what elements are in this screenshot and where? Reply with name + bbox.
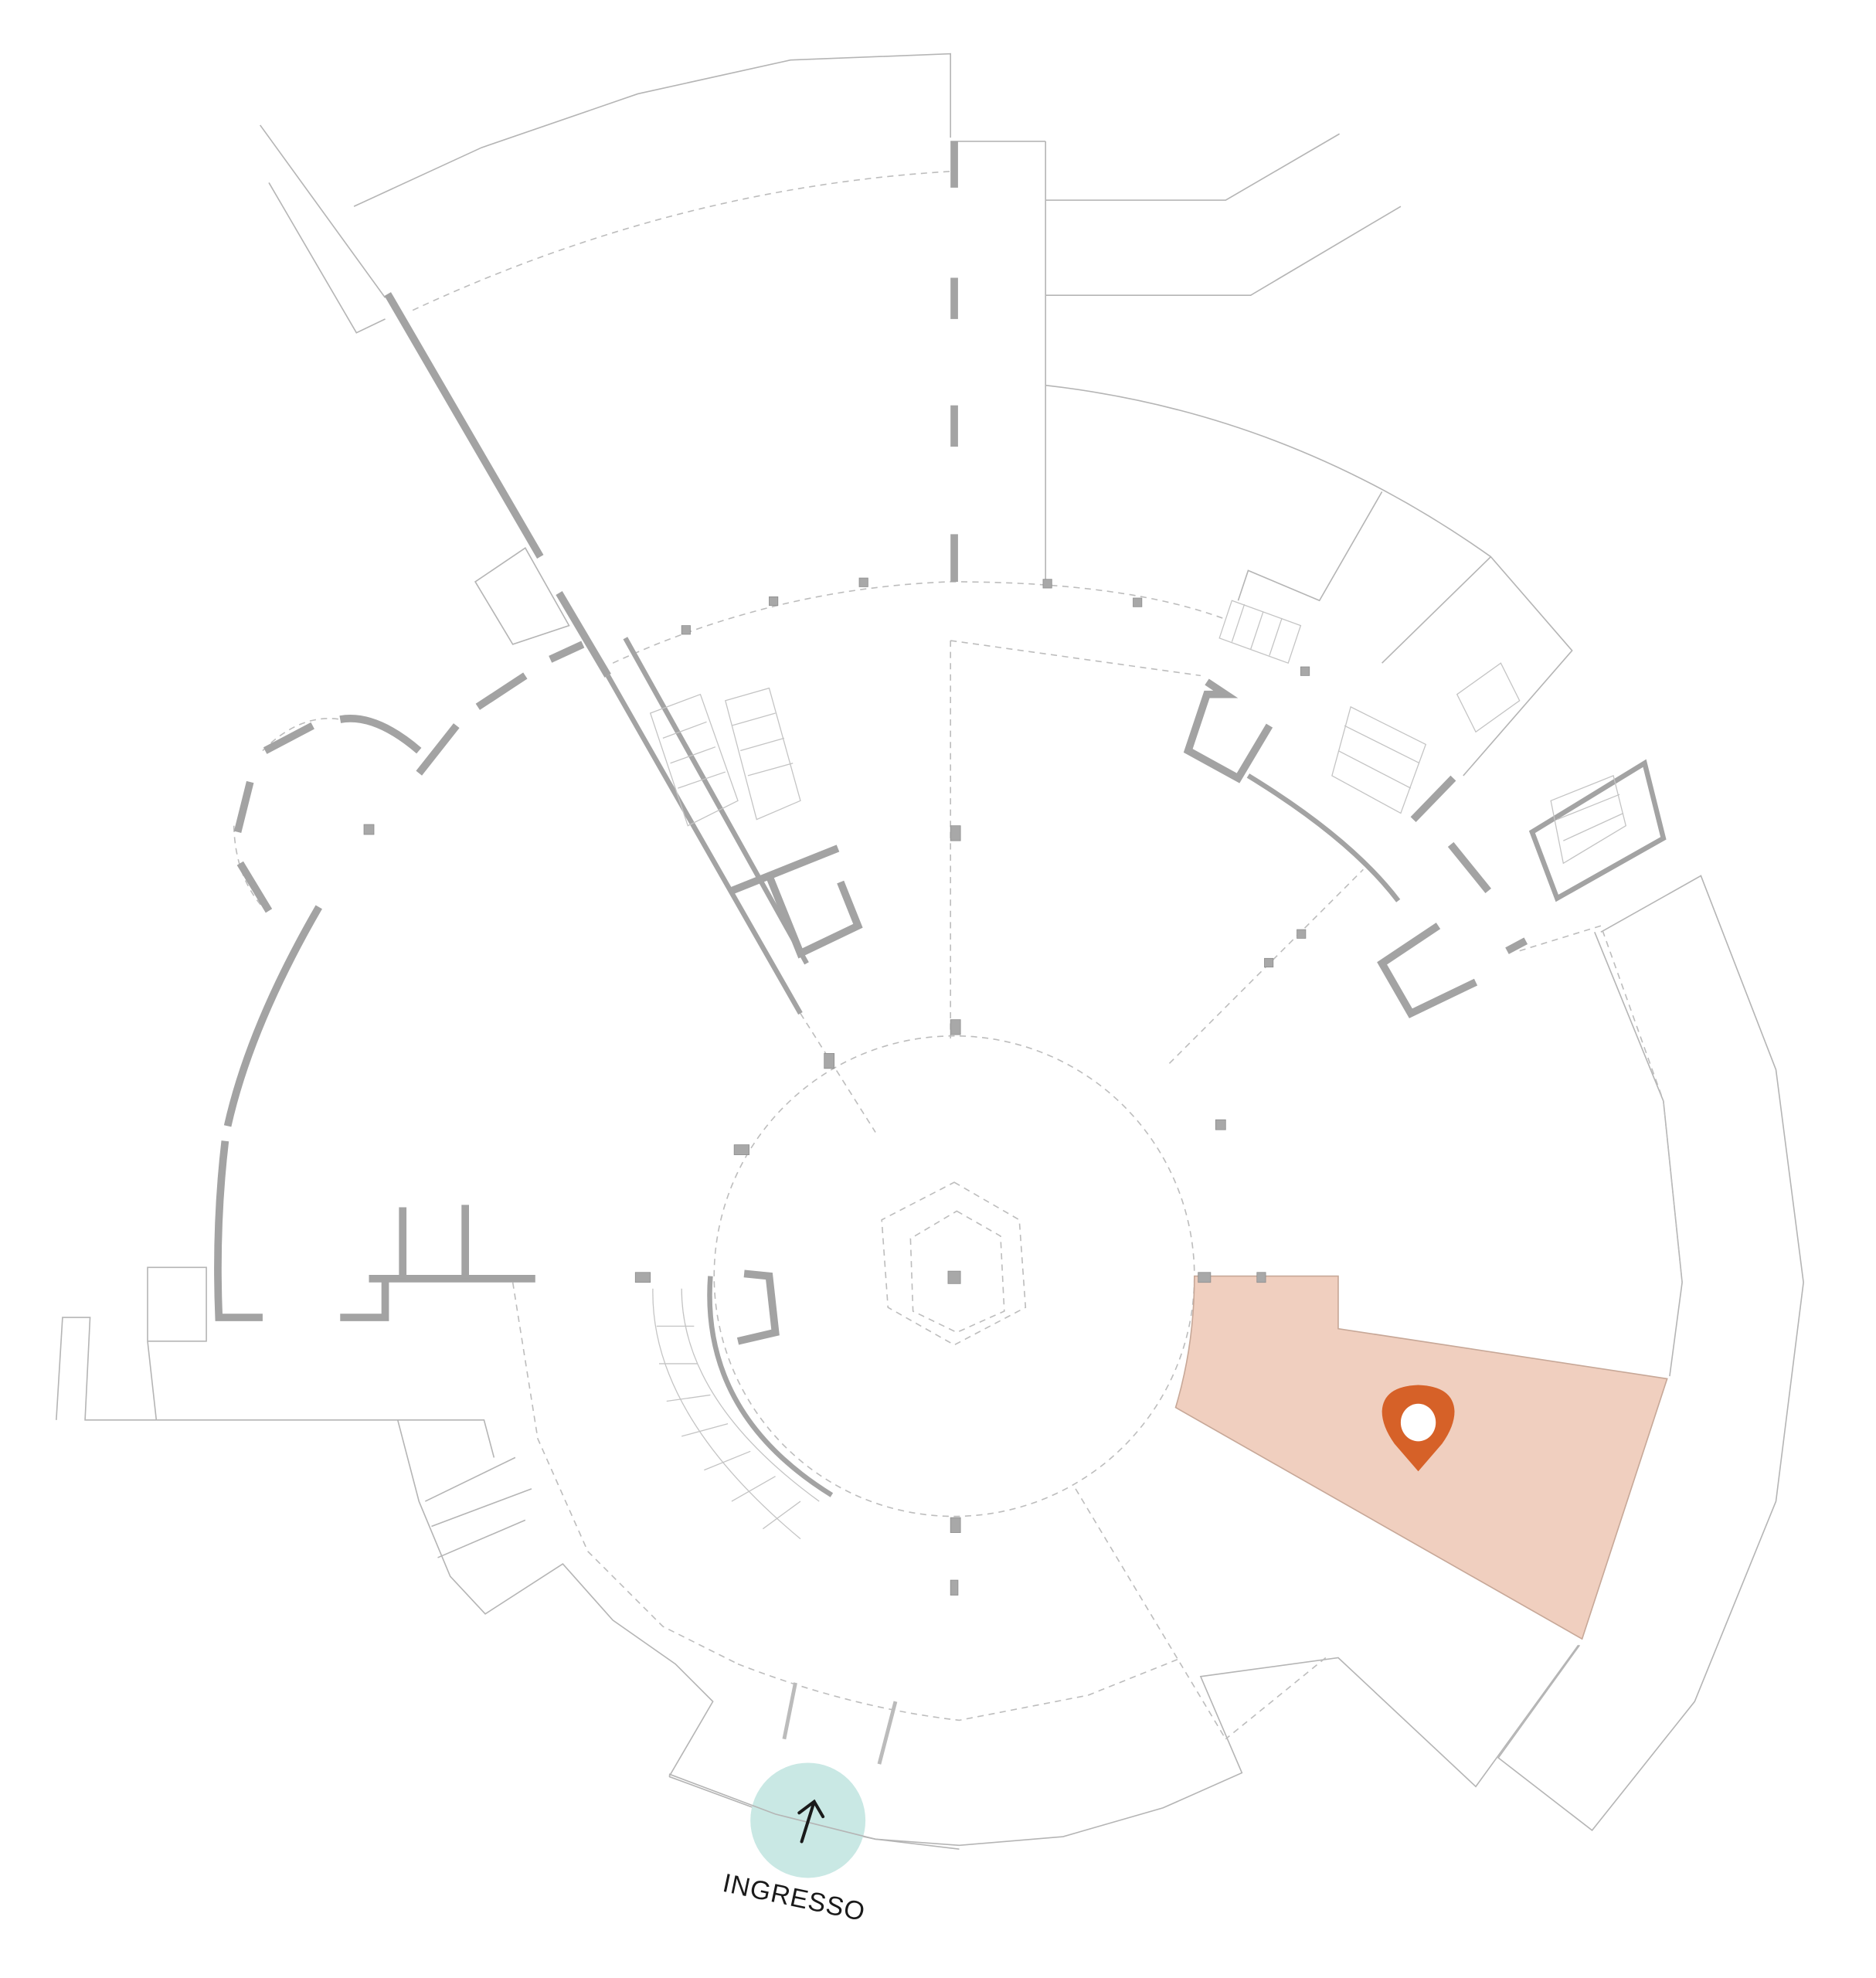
arrow-up-icon — [797, 1799, 825, 1844]
entrance-marker[interactable] — [668, 1762, 960, 1878]
location-pin-icon[interactable] — [1382, 1385, 1455, 1472]
columns — [363, 577, 1310, 1596]
walls — [214, 141, 1667, 1497]
entrance-doors — [782, 1682, 898, 1765]
stairs — [649, 600, 1627, 1540]
